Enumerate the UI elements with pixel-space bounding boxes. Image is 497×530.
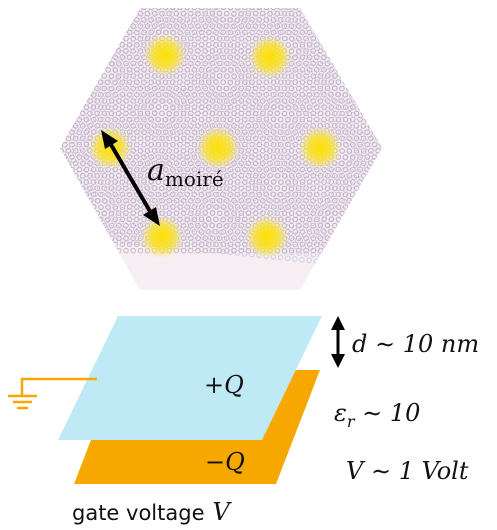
moire-length-arrow	[101, 130, 160, 226]
moire-spot	[196, 126, 240, 170]
top-plate	[58, 316, 322, 440]
moire-spot	[140, 215, 184, 259]
moire-flake	[60, 8, 382, 290]
separation-label: d ∼ 10 nm	[352, 330, 479, 358]
permittivity-label: εr ∼ 10	[334, 399, 420, 431]
moire-spot	[88, 126, 132, 170]
moire-spot	[298, 126, 342, 170]
bottom-plate-label: −Q	[205, 448, 245, 476]
top-plate-label: +Q	[204, 371, 244, 399]
moire-spots	[88, 33, 342, 259]
moire-spot	[143, 33, 187, 77]
voltage-label: V ∼ 1 Volt	[346, 457, 469, 485]
moire-spot	[245, 215, 289, 259]
separation-arrow	[331, 316, 345, 368]
moire-spot	[248, 35, 292, 79]
moire-length-label: amoiré	[147, 153, 224, 191]
ground-connection	[8, 377, 97, 410]
